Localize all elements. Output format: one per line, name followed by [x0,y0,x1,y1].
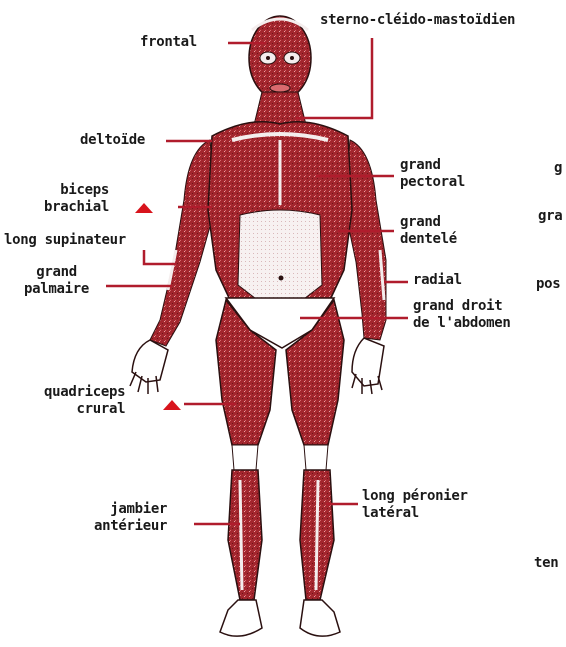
label-biceps: biceps brachial [44,182,109,216]
label-jambier: jambier antérieur [94,501,167,535]
label-grand-pectoral: grand pectoral [400,157,465,191]
clipped-label-4: ten [534,555,558,572]
label-grand-droit: grand droit de l'abdomen [413,298,511,332]
torso [208,122,352,302]
head [249,16,311,100]
label-sterno-cleido-mastoidien: sterno-cléido-mastoïdien [320,12,515,29]
left-arm [130,140,216,394]
leader-long-supinateur [144,250,176,264]
label-deltoide: deltoïde [80,132,145,149]
label-radial: radial [413,272,462,289]
clipped-label-2: gra [538,208,562,225]
left-leg [216,300,276,636]
label-grand-dentele: grand dentelé [400,214,457,248]
label-frontal: frontal [140,34,197,51]
label-long-supinateur: long supinateur [4,232,126,249]
clipped-label-3: pos [536,276,560,293]
triangle-biceps [135,203,153,213]
right-leg [286,300,344,636]
label-grand-palmaire: grand palmaire [24,264,89,298]
clipped-label-1: g [554,160,562,177]
label-long-peronier: long péronier latéral [362,488,468,522]
neck [254,92,306,125]
label-quadriceps: quadriceps crural [44,384,125,418]
triangle-quadriceps [163,400,181,410]
